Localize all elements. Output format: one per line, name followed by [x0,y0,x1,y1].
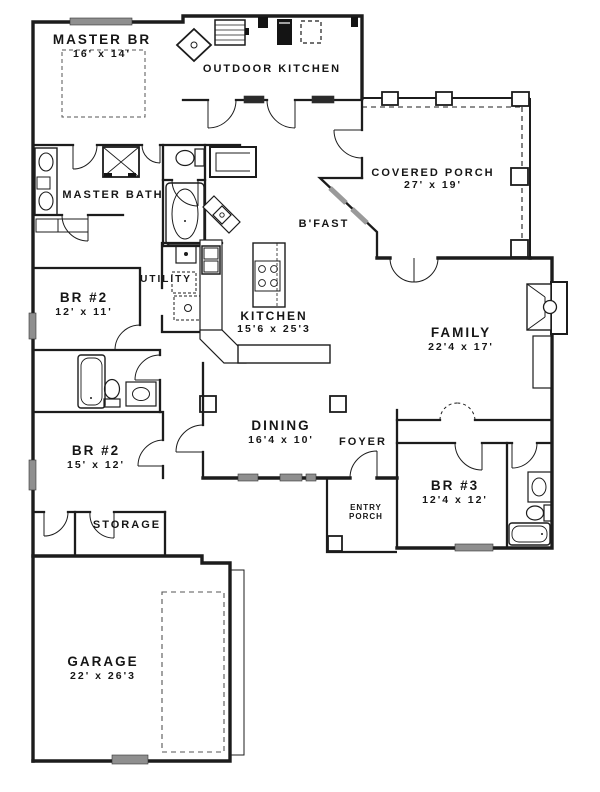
toilet-icon [103,378,121,408]
garage-slab-dashed [161,591,225,753]
kitchen-fixtures [199,195,331,364]
room-name: GARAGE [67,654,139,669]
room-name: FOYER [339,436,387,448]
room-name: BR #2 [71,443,121,458]
room-dims: 16' x 14' [72,47,132,60]
entry-porch-column-icon [327,535,343,552]
room-label-kitchen: KITCHEN 15'6 x 25'3 [237,309,311,336]
vanity-sink-icon [527,471,552,503]
room-name: KITCHEN [240,309,308,323]
room-name: COVERED PORCH [371,167,495,179]
room-label-br2-a: BR #2 12' x 11' [55,290,113,318]
room-label-outdoor-kitchen: OUTDOOR KITCHEN [203,63,341,75]
outdoor-outlet-icon [351,17,358,27]
future-appliance-dashed [300,20,322,44]
room-label-dining: DINING 16'4 x 10' [248,418,314,446]
outdoor-kitchen-fixtures [175,17,358,63]
room-name: OUTDOOR KITCHEN [202,63,342,75]
outdoor-outlet-icon [258,17,268,28]
breakfast-bar-icon [199,329,331,364]
room-name: DINING [251,418,311,433]
br3-bath-fixtures [508,471,552,546]
room-name: FAMILY [430,325,492,340]
built-in-cabinet-icon [532,335,552,389]
dashed-areas [61,49,225,753]
grill-icon [214,19,249,46]
fireplace-icon [526,281,568,335]
room-dims: 16'4 x 10' [248,433,314,446]
room-label-br3: BR #3 12'4 x 12' [422,478,488,506]
room-dims: 12' x 11' [55,305,113,318]
room-label-family: FAMILY 22'4 x 17' [428,325,494,353]
room-label-utility: UTILITY [140,274,192,285]
washer-dryer-dashed-icon [171,271,197,294]
dining-column-icon [329,395,347,413]
window-markers [28,17,494,765]
room-dims: 27' x 19' [403,179,463,192]
room-name: B'FAST [298,218,350,230]
room-label-storage: STORAGE [93,519,161,531]
room-label-garage: GARAGE 22' x 26'3 [67,654,139,682]
cooktop-island-icon [252,242,286,308]
room-label-foyer: FOYER [339,436,387,448]
utility-fixtures [171,245,203,321]
toilet-icon [175,148,205,167]
toilet-icon [525,504,552,522]
room-label-entry-porch: ENTRY PORCH [340,503,392,521]
room-name: BR #3 [430,478,480,493]
room-dims: 22'4 x 17' [428,340,494,353]
hall-bath-fixtures [77,354,157,409]
room-label-master-bath: MASTER BATH [62,189,163,201]
room-name: UTILITY [140,274,192,285]
room-dims: 22' x 26'3 [70,669,136,682]
master-tub-icon [165,182,205,246]
room-dims: 12'4 x 12' [422,493,488,506]
room-name: BR #2 [59,290,109,305]
water-heater-icon [175,245,197,264]
room-label-br2-b: BR #2 15' x 12' [66,443,126,471]
vanity-sink-icon [125,381,157,407]
room-dims: 15'6 x 25'3 [237,323,311,336]
room-name: MASTER BATH [62,189,164,201]
room-name: MASTER BR [52,32,152,47]
shower-icon [102,146,140,178]
outdoor-fridge-icon [277,19,292,45]
family-fixtures [526,281,568,389]
corner-sink-icon [175,27,213,63]
room-name: STORAGE [92,519,162,531]
washer-dryer-dashed-icon [173,295,203,321]
room-label-bfast: B'FAST [299,218,350,230]
kitchen-sink-icon [201,245,221,275]
angled-counter [202,195,241,234]
room-dims: 15' x 12' [66,458,126,471]
room-label-master-br: MASTER BR 16' x 14' [52,32,152,60]
closet-rod-icon [209,146,257,178]
door-swing-arcs [43,99,538,539]
room-label-covered-porch: COVERED PORCH 27' x 19' [371,167,494,192]
room-name: ENTRY PORCH [349,503,383,522]
bed-area-dashed [61,49,146,118]
interior-walls [31,96,554,558]
master-suite-fixtures [34,146,257,246]
closet-shelf-icon [35,218,89,233]
double-vanity-icon [34,147,58,216]
tub-icon [508,522,551,546]
hall-tub-icon [77,354,106,409]
